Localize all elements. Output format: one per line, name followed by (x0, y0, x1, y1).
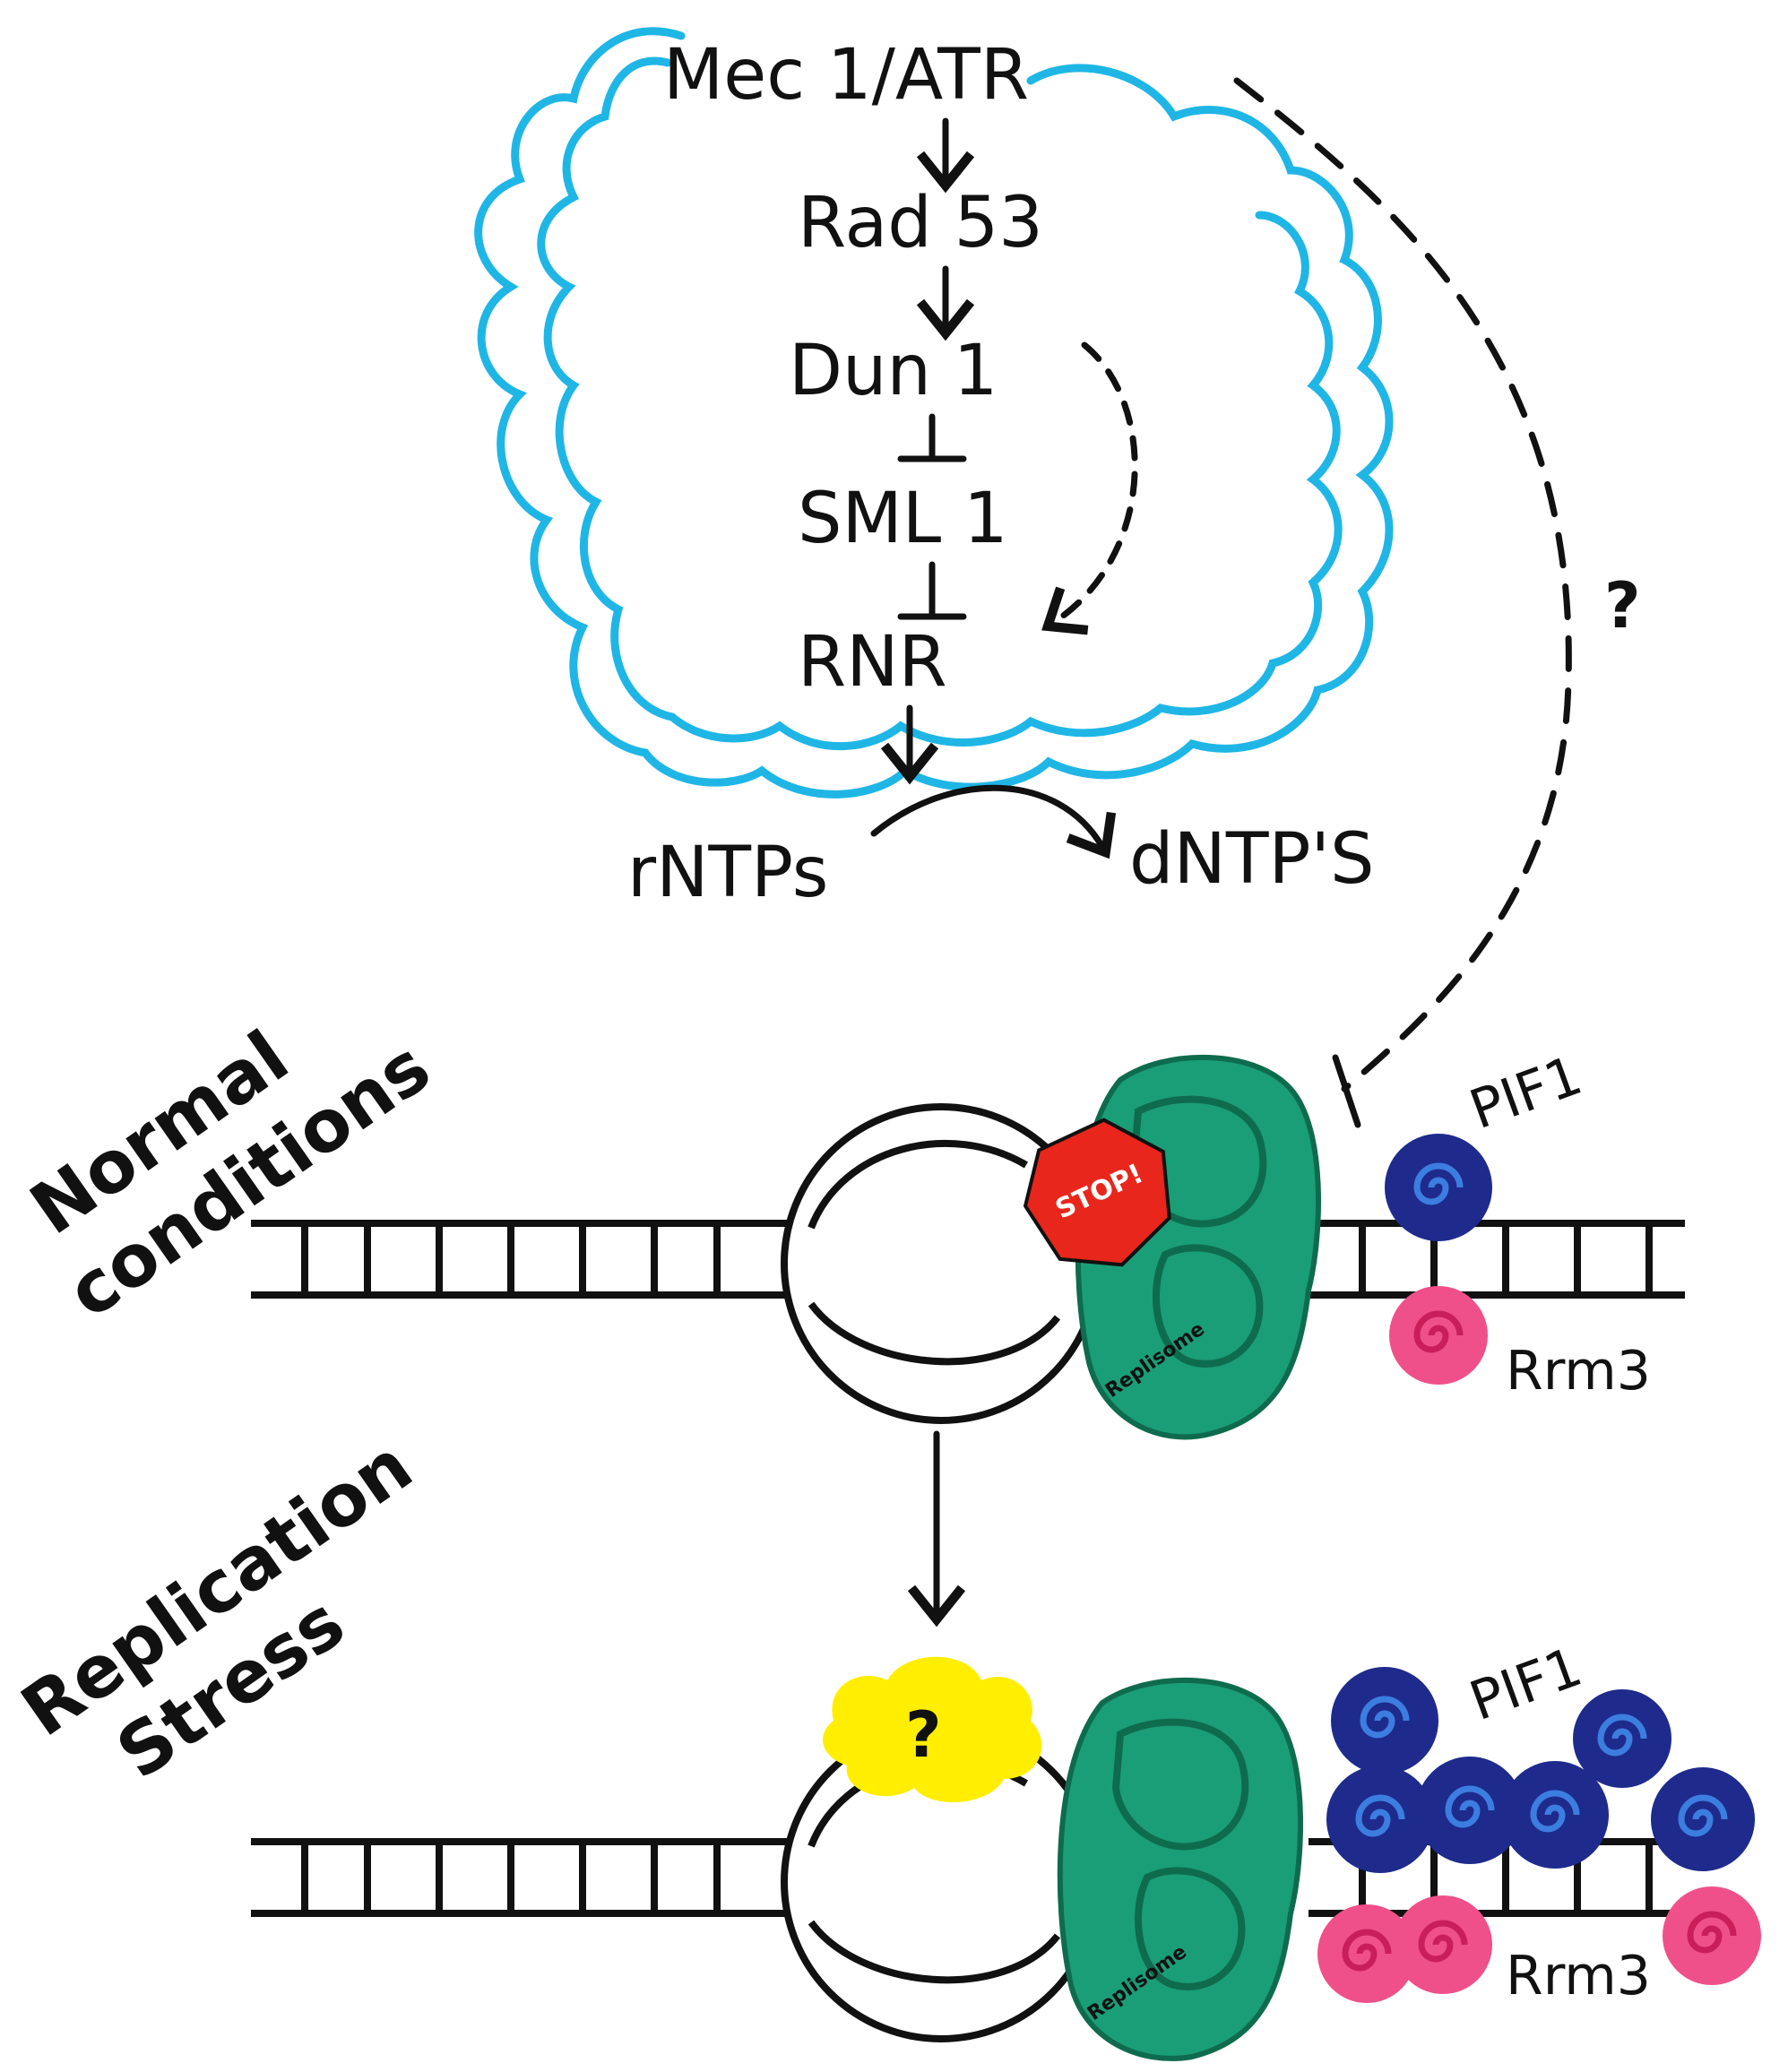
pathway-connectors (870, 77, 1572, 1627)
unknown-link-question: ? (1604, 569, 1641, 643)
stress-pif1-protein (1573, 1689, 1671, 1788)
stress-pif1-protein (1416, 1757, 1524, 1864)
stress-unknown-factor: ? (823, 1656, 1042, 1803)
stress-unknown-factor-label: ? (905, 1698, 942, 1772)
rnr-label: RNR (798, 622, 947, 703)
rntps-to-dntps-arrow (870, 784, 1117, 859)
normal-dna-fork (251, 1103, 1685, 1424)
stress-left-rungs (301, 1842, 721, 1913)
stress-pif1-protein (1326, 1766, 1434, 1873)
normal-rrm3-label: Rrm3 (1506, 1340, 1651, 1403)
normal-replication-bubble-inner-bottom (808, 1301, 1061, 1366)
mec1-atr-label: Mec 1/ATR (663, 35, 1029, 116)
normal-pif1-protein (1385, 1134, 1492, 1241)
stress-rrm3-protein (1317, 1904, 1416, 2003)
stress-pif1-cluster (1326, 1667, 1755, 1873)
stress-replication-bubble-inner-bottom (808, 1920, 1061, 1984)
dun1-to-rnr-dashed-arrow (1041, 341, 1138, 635)
stress-rrm3-cluster (1317, 1886, 1761, 2003)
stress-pif1-protein (1651, 1767, 1755, 1871)
stress-pif1-protein (1331, 1667, 1438, 1774)
dntps-label: dNTP'S (1129, 819, 1375, 900)
normal-pif1-label: PIF1 (1462, 1044, 1590, 1142)
stress-pif1-label: PIF1 (1462, 1636, 1590, 1733)
stress-rrm3-label: Rrm3 (1506, 1945, 1651, 2007)
stress-rrm3-protein (1663, 1886, 1761, 1985)
normal-conditions-label: Normal conditions (16, 1014, 445, 1334)
stress-pif1-protein (1501, 1761, 1609, 1869)
normal-rrm3-protein (1389, 1286, 1488, 1385)
stop-sign-icon: STOP! (1023, 1118, 1171, 1267)
normal-replication-bubble-inner-top (808, 1139, 1029, 1230)
mec1-to-pif1-dashed-line (1233, 77, 1572, 1092)
dun1-label: Dun 1 (789, 331, 998, 411)
rntps-label: rNTPs (627, 833, 828, 913)
stress-rrm3-protein (1394, 1895, 1492, 1994)
mec1-to-pif1-inhibition-bar (1332, 1054, 1361, 1128)
normal-right-rungs (1359, 1223, 1653, 1295)
rad53-label: Rad 53 (798, 183, 1043, 263)
normal-left-rungs (301, 1223, 721, 1295)
replication-stress-label: Replication Stress (7, 1424, 428, 1795)
stress-replisome: Replisome (1057, 1677, 1304, 2061)
sml1-label: SML 1 (798, 479, 1008, 559)
